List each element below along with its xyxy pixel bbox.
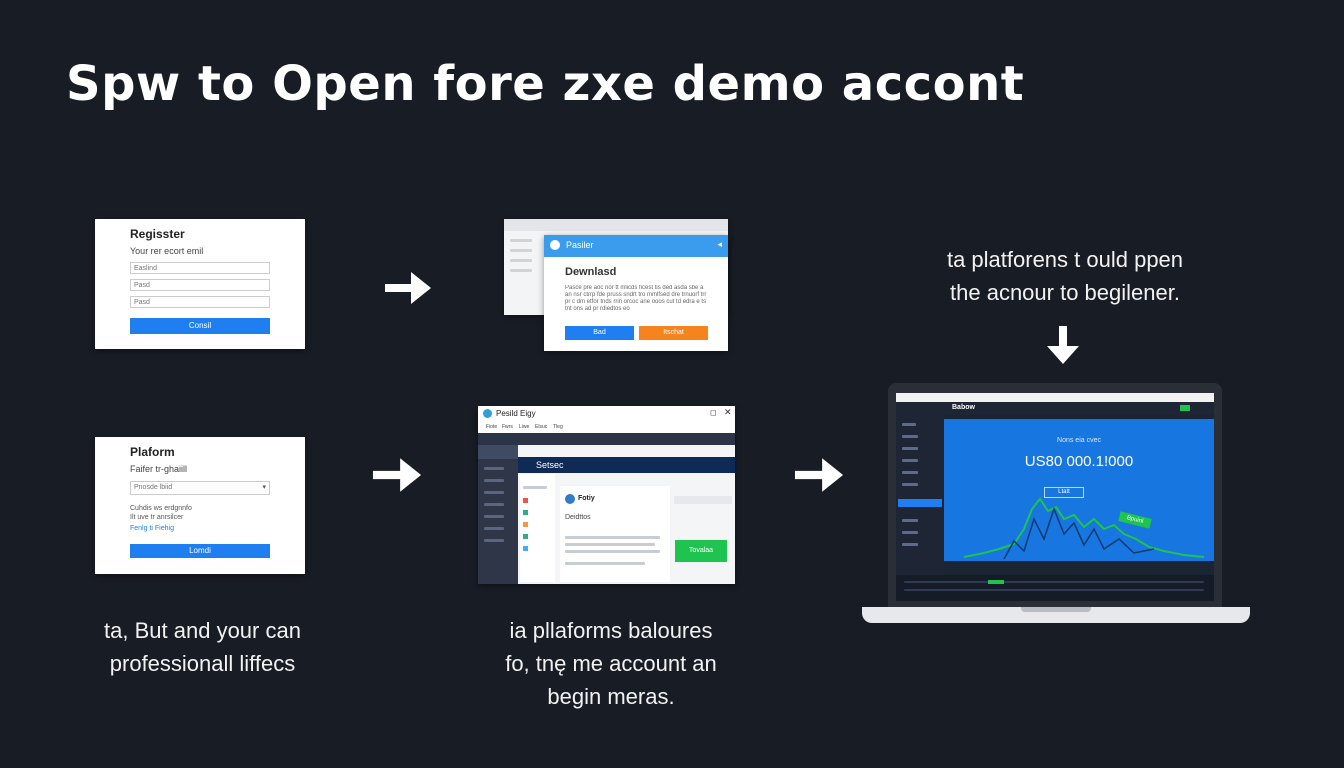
panel-subtitle: Deidttos (565, 514, 591, 521)
menu-item[interactable]: Liwe (519, 424, 530, 430)
arrow-right-icon (385, 272, 431, 304)
app-main-panel: Fotiy Deidttos (560, 486, 670, 582)
download-dialog-header-label: Pasiler (566, 240, 594, 250)
app-menubar: Fiote Fwrs Liwe Elsuc Tleg (478, 422, 735, 433)
confirm-password-field[interactable]: Pasd (130, 296, 270, 308)
caption-middle-line-1: ia pllaforms baloures (509, 618, 713, 643)
laptop-pill[interactable]: Ltatt (1044, 487, 1084, 498)
laptop-candlestick-chart (963, 497, 1205, 560)
caption-middle: ia pllaforms baloures fo, tnę me account… (465, 614, 757, 713)
laptop-balance: US80 000.1!000 (1024, 453, 1134, 470)
caption-left-line-1: ta, But and your can (104, 618, 301, 643)
laptop-sidebar-active[interactable] (898, 499, 942, 507)
app-titlebar: Pesild Eigy ◻ ✕ (478, 406, 735, 422)
menu-item[interactable]: Fiote (486, 424, 498, 430)
app-inner-list (520, 474, 555, 582)
app-green-button[interactable]: Tovalaa (675, 540, 727, 562)
arrow-right-icon (372, 458, 422, 492)
app-sidebar (478, 445, 518, 584)
download-dialog-header: Pasiler ◂ (544, 235, 728, 257)
app-title: Pesild Eigy (496, 409, 536, 418)
email-field[interactable]: Easlind (130, 262, 270, 274)
laptop-browser-bar (896, 393, 1214, 402)
menu-item[interactable]: Elsuc (535, 424, 548, 430)
arrow-right-icon (794, 458, 844, 492)
app-logo-icon (483, 409, 492, 418)
laptop-chart-area: Nons eia cvec US80 000.1!000 Ltatt Bpuin… (944, 419, 1214, 561)
laptop-base (862, 607, 1250, 623)
caption-left: ta, But and your can professionall liffe… (60, 614, 345, 680)
app-banner-label: Setsec (536, 460, 564, 470)
platform-select[interactable]: Pnosde lbiid ▾ (130, 481, 270, 495)
laptop-bottom-panel (896, 575, 1214, 601)
register-submit-button[interactable]: Consil (130, 318, 270, 334)
app-window: Pesild Eigy ◻ ✕ Fiote Fwrs Liwe Elsuc Tl… (478, 406, 735, 584)
chevron-down-icon: ▾ (262, 484, 266, 491)
laptop-sidebar (896, 415, 944, 575)
laptop-banner-small: Nons eia cvec (1057, 437, 1101, 444)
close-icon[interactable]: ✕ (724, 407, 732, 417)
restore-icon[interactable]: ◻ (710, 408, 717, 417)
laptop-screen: Babow Nons eia cvec US80 000.1!000 Ltatt (896, 393, 1214, 601)
close-icon[interactable]: ◂ (717, 239, 722, 249)
laptop-app-name: Babow (952, 404, 975, 411)
page-title: Spw to Open fore zxe demo accont (66, 56, 1025, 112)
platform-select-value: Pnosde lbiid (134, 484, 173, 491)
right-caption-line-2: the acnour to begilener. (950, 280, 1180, 305)
menu-item[interactable]: Tleg (553, 424, 563, 430)
sidebar-top (478, 445, 518, 459)
platform-note-2: Ilt uve tr anrsilcer (130, 514, 184, 521)
app-right-field[interactable] (674, 496, 732, 504)
download-body: Pasce pre aoc nor tt mlicds ficest tis d… (565, 285, 707, 312)
platform-subheading: Faifer tr-ghaiill (130, 464, 188, 474)
laptop-status-pill (1180, 405, 1190, 411)
caption-left-line-2: professionall liffecs (109, 651, 296, 676)
download-heading: Dewnlasd (565, 266, 617, 278)
platform-note-1: Cuhdis ws erdgnnfo (130, 505, 192, 512)
browser-toolbar (504, 219, 728, 231)
caption-middle-line-3: begin meras. (547, 684, 675, 709)
password-field[interactable]: Pasd (130, 279, 270, 291)
download-dialog-icon (550, 240, 560, 250)
download-bad-button[interactable]: Bad (565, 326, 634, 340)
app-toolbar (478, 433, 735, 445)
arrow-down-icon (1047, 326, 1079, 364)
register-card: Regisster Your rer ecort emil Easlind Pa… (95, 219, 305, 349)
app-banner: Setsec (518, 457, 735, 473)
caption-middle-line-2: fo, tnę me account an (505, 651, 717, 676)
laptop-base-notch (1021, 607, 1091, 612)
platform-heading: Plaform (130, 445, 175, 459)
platform-card: Plaform Faifer tr-ghaiill Pnosde lbiid ▾… (95, 437, 305, 574)
laptop-app-bar: Babow (896, 402, 1214, 415)
menu-item[interactable]: Fwrs (502, 424, 513, 430)
laptop: Babow Nons eia cvec US80 000.1!000 Ltatt (862, 383, 1250, 625)
register-subheading: Your rer ecort emil (130, 246, 204, 256)
right-caption-line-1: ta platforens t ould ppen (946, 247, 1184, 272)
download-dialog: Pasiler ◂ Dewnlasd Pasce pre aoc nor tt … (544, 235, 728, 351)
download-install-button[interactable]: Itschat (639, 326, 708, 340)
panel-avatar (565, 494, 575, 504)
platform-submit-button[interactable]: Lomdi (130, 544, 270, 558)
platform-link[interactable]: Fenlg ti Fiehig (130, 525, 174, 532)
right-caption: ta platforens t ould ppen the acnour to … (900, 243, 1230, 309)
panel-title: Fotiy (578, 495, 595, 502)
register-heading: Regisster (130, 227, 185, 241)
